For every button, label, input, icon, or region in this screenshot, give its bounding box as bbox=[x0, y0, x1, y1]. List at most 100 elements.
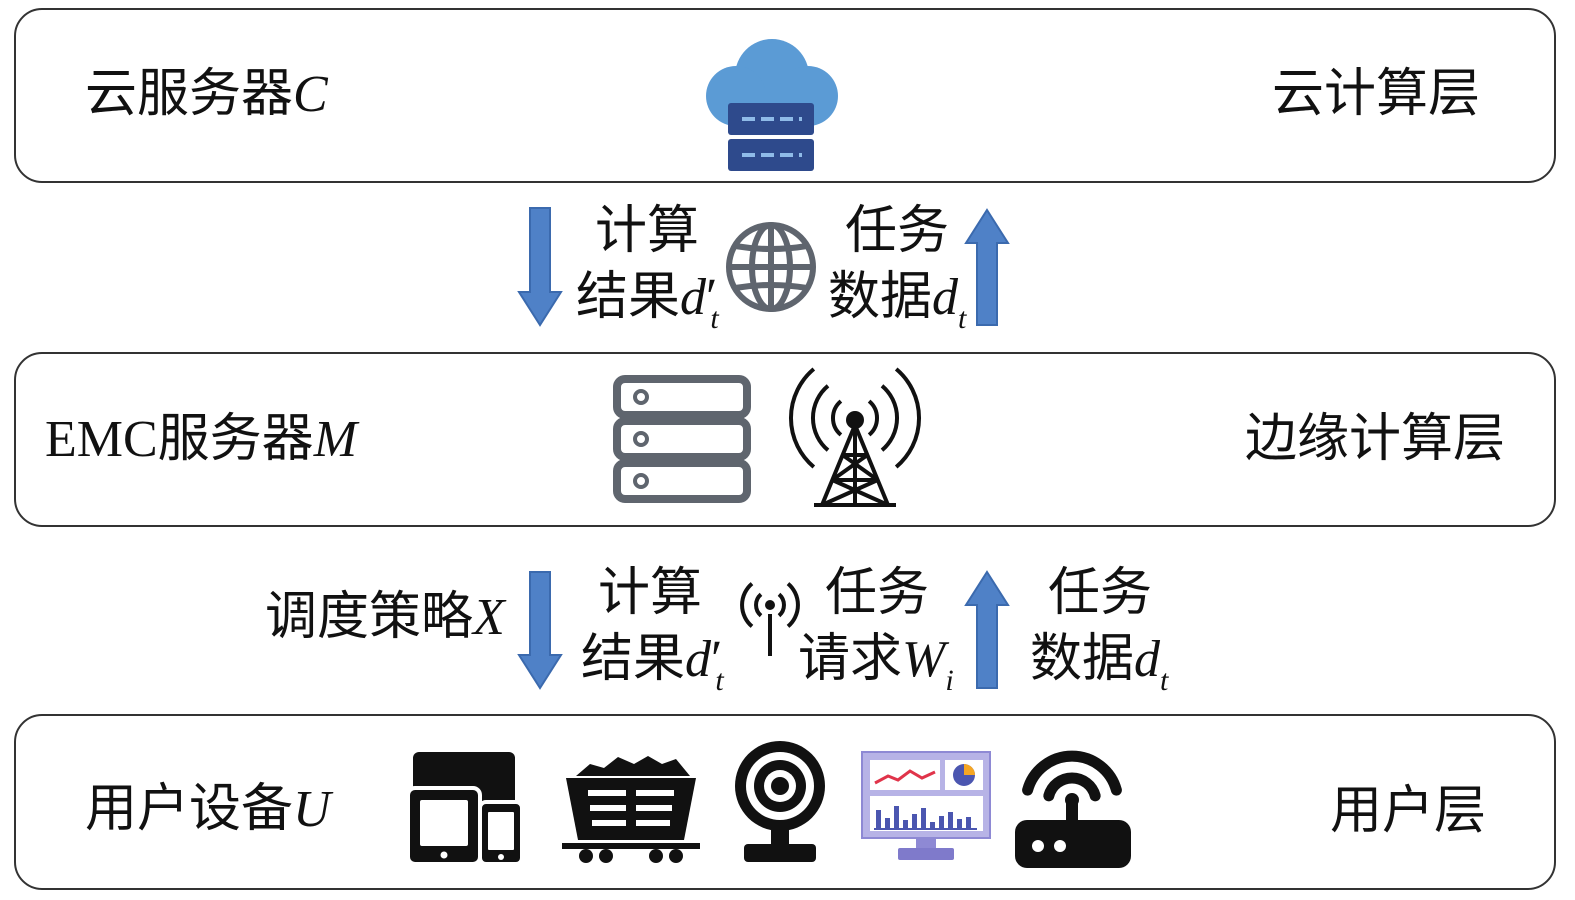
edge-layer-label: 边缘计算层 bbox=[1245, 411, 1506, 468]
radio-wave bbox=[867, 399, 880, 437]
bar bbox=[885, 818, 890, 828]
radio-wave bbox=[789, 367, 816, 469]
cloud-edge-up-line1: 任务 bbox=[845, 203, 950, 260]
cart-stripe bbox=[636, 790, 674, 796]
down-var: d bbox=[680, 269, 707, 326]
down-text: 结果 bbox=[581, 631, 686, 688]
down-text: 结果 bbox=[576, 269, 681, 326]
radio-wave bbox=[777, 592, 786, 618]
cart-stripe bbox=[590, 805, 626, 811]
cloud-server-icon bbox=[706, 39, 838, 171]
radio-wave bbox=[894, 367, 921, 469]
cart-body bbox=[566, 778, 696, 840]
down-sub: t bbox=[710, 302, 719, 335]
up-var: d bbox=[932, 269, 959, 326]
rack-unit bbox=[613, 417, 751, 461]
bar bbox=[939, 816, 944, 828]
dashboard-monitor-icon bbox=[861, 751, 991, 860]
phone-button bbox=[498, 854, 504, 860]
down-prime: ′ bbox=[711, 631, 723, 688]
user-device-title: 用户设备U bbox=[85, 780, 331, 840]
mobile-devices-icon bbox=[406, 752, 524, 866]
monitor-neck bbox=[916, 838, 936, 848]
cart-stripe bbox=[588, 790, 626, 796]
rack-led bbox=[633, 473, 649, 489]
edge-user-request-line1: 任务 bbox=[825, 565, 930, 622]
edge-layer-box bbox=[14, 352, 1556, 527]
up-sub: t bbox=[1160, 664, 1169, 697]
down-var: d bbox=[685, 631, 712, 688]
bar-chart-bars bbox=[874, 806, 977, 830]
bar bbox=[903, 820, 908, 828]
front-tablet-button bbox=[440, 851, 448, 859]
bar bbox=[930, 822, 935, 828]
up-text: 数据 bbox=[1030, 631, 1135, 688]
down-sub: t bbox=[715, 664, 724, 697]
webcam-lens-center bbox=[771, 777, 789, 795]
cloud-edge-down-arrow bbox=[517, 207, 563, 327]
scheduling-strategy-label: 调度策略X bbox=[265, 588, 505, 648]
cart-stripe bbox=[636, 805, 672, 811]
cart-wheel bbox=[579, 849, 593, 863]
bar bbox=[894, 806, 899, 828]
edge-user-up-line2: 数据dt bbox=[1030, 630, 1168, 696]
cloud-layer-label: 云计算层 bbox=[1272, 66, 1481, 123]
antenna-tip bbox=[765, 600, 775, 610]
tower-top bbox=[846, 411, 864, 429]
cart-wheel bbox=[649, 849, 663, 863]
tower-leg bbox=[853, 424, 890, 506]
tower-brace bbox=[831, 478, 889, 507]
bar bbox=[957, 819, 962, 828]
edge-server-title: EMC服务器M bbox=[45, 410, 357, 470]
router-led bbox=[1032, 840, 1044, 852]
monitor-stand bbox=[898, 848, 954, 860]
bar bbox=[876, 810, 881, 828]
cell-tower-icon bbox=[789, 367, 921, 507]
webcam-base bbox=[744, 844, 816, 862]
up-var: d bbox=[1134, 631, 1161, 688]
rack-unit bbox=[613, 459, 751, 503]
radio-wave bbox=[740, 582, 754, 628]
router-icon bbox=[1015, 750, 1131, 868]
request-var: W bbox=[902, 631, 946, 688]
ore-pile bbox=[576, 756, 690, 776]
edge-user-up-arrow bbox=[964, 570, 1010, 689]
cart-wheel bbox=[599, 849, 613, 863]
router-body bbox=[1015, 820, 1131, 868]
router-wave bbox=[1043, 772, 1101, 802]
tower-brace bbox=[821, 478, 879, 507]
globe-icon bbox=[726, 222, 816, 312]
edge-user-request-line2: 请求Wi bbox=[798, 630, 954, 696]
router-led bbox=[1054, 840, 1066, 852]
request-text: 请求 bbox=[798, 631, 903, 688]
radio-wave bbox=[754, 592, 763, 618]
edge-user-down-arrow bbox=[517, 571, 563, 690]
router-antenna bbox=[1066, 798, 1078, 824]
up-sub: t bbox=[958, 302, 967, 335]
tower-brace bbox=[831, 453, 869, 482]
rack-led bbox=[633, 431, 649, 447]
globe-latitude bbox=[734, 243, 808, 252]
radio-wave bbox=[880, 384, 900, 452]
user-device-symbol: U bbox=[293, 781, 331, 838]
edge-user-down-line2: 结果d′t bbox=[581, 630, 724, 696]
rack-led bbox=[633, 389, 649, 405]
globe-latitude bbox=[734, 282, 808, 291]
cloud-server-title: 云服务器C bbox=[85, 65, 328, 125]
line-chart-line bbox=[874, 769, 936, 785]
down-prime: ′ bbox=[706, 269, 718, 326]
radio-wave bbox=[786, 582, 800, 628]
rack-unit bbox=[613, 375, 751, 419]
cloud-server-symbol: C bbox=[293, 66, 328, 123]
tower-leg bbox=[820, 424, 857, 506]
router-wave bbox=[1022, 750, 1122, 796]
up-text: 数据 bbox=[828, 269, 933, 326]
edge-server-name: EMC服务器 bbox=[45, 411, 314, 468]
edge-user-down-line1: 计算 bbox=[598, 565, 703, 622]
pie-chart-slice bbox=[964, 764, 975, 775]
front-tablet-screen bbox=[420, 800, 468, 846]
webcam-icon bbox=[735, 741, 825, 862]
strategy-var: X bbox=[473, 589, 505, 646]
user-device-name: 用户设备 bbox=[85, 781, 294, 838]
user-layer-label: 用户层 bbox=[1330, 783, 1487, 840]
